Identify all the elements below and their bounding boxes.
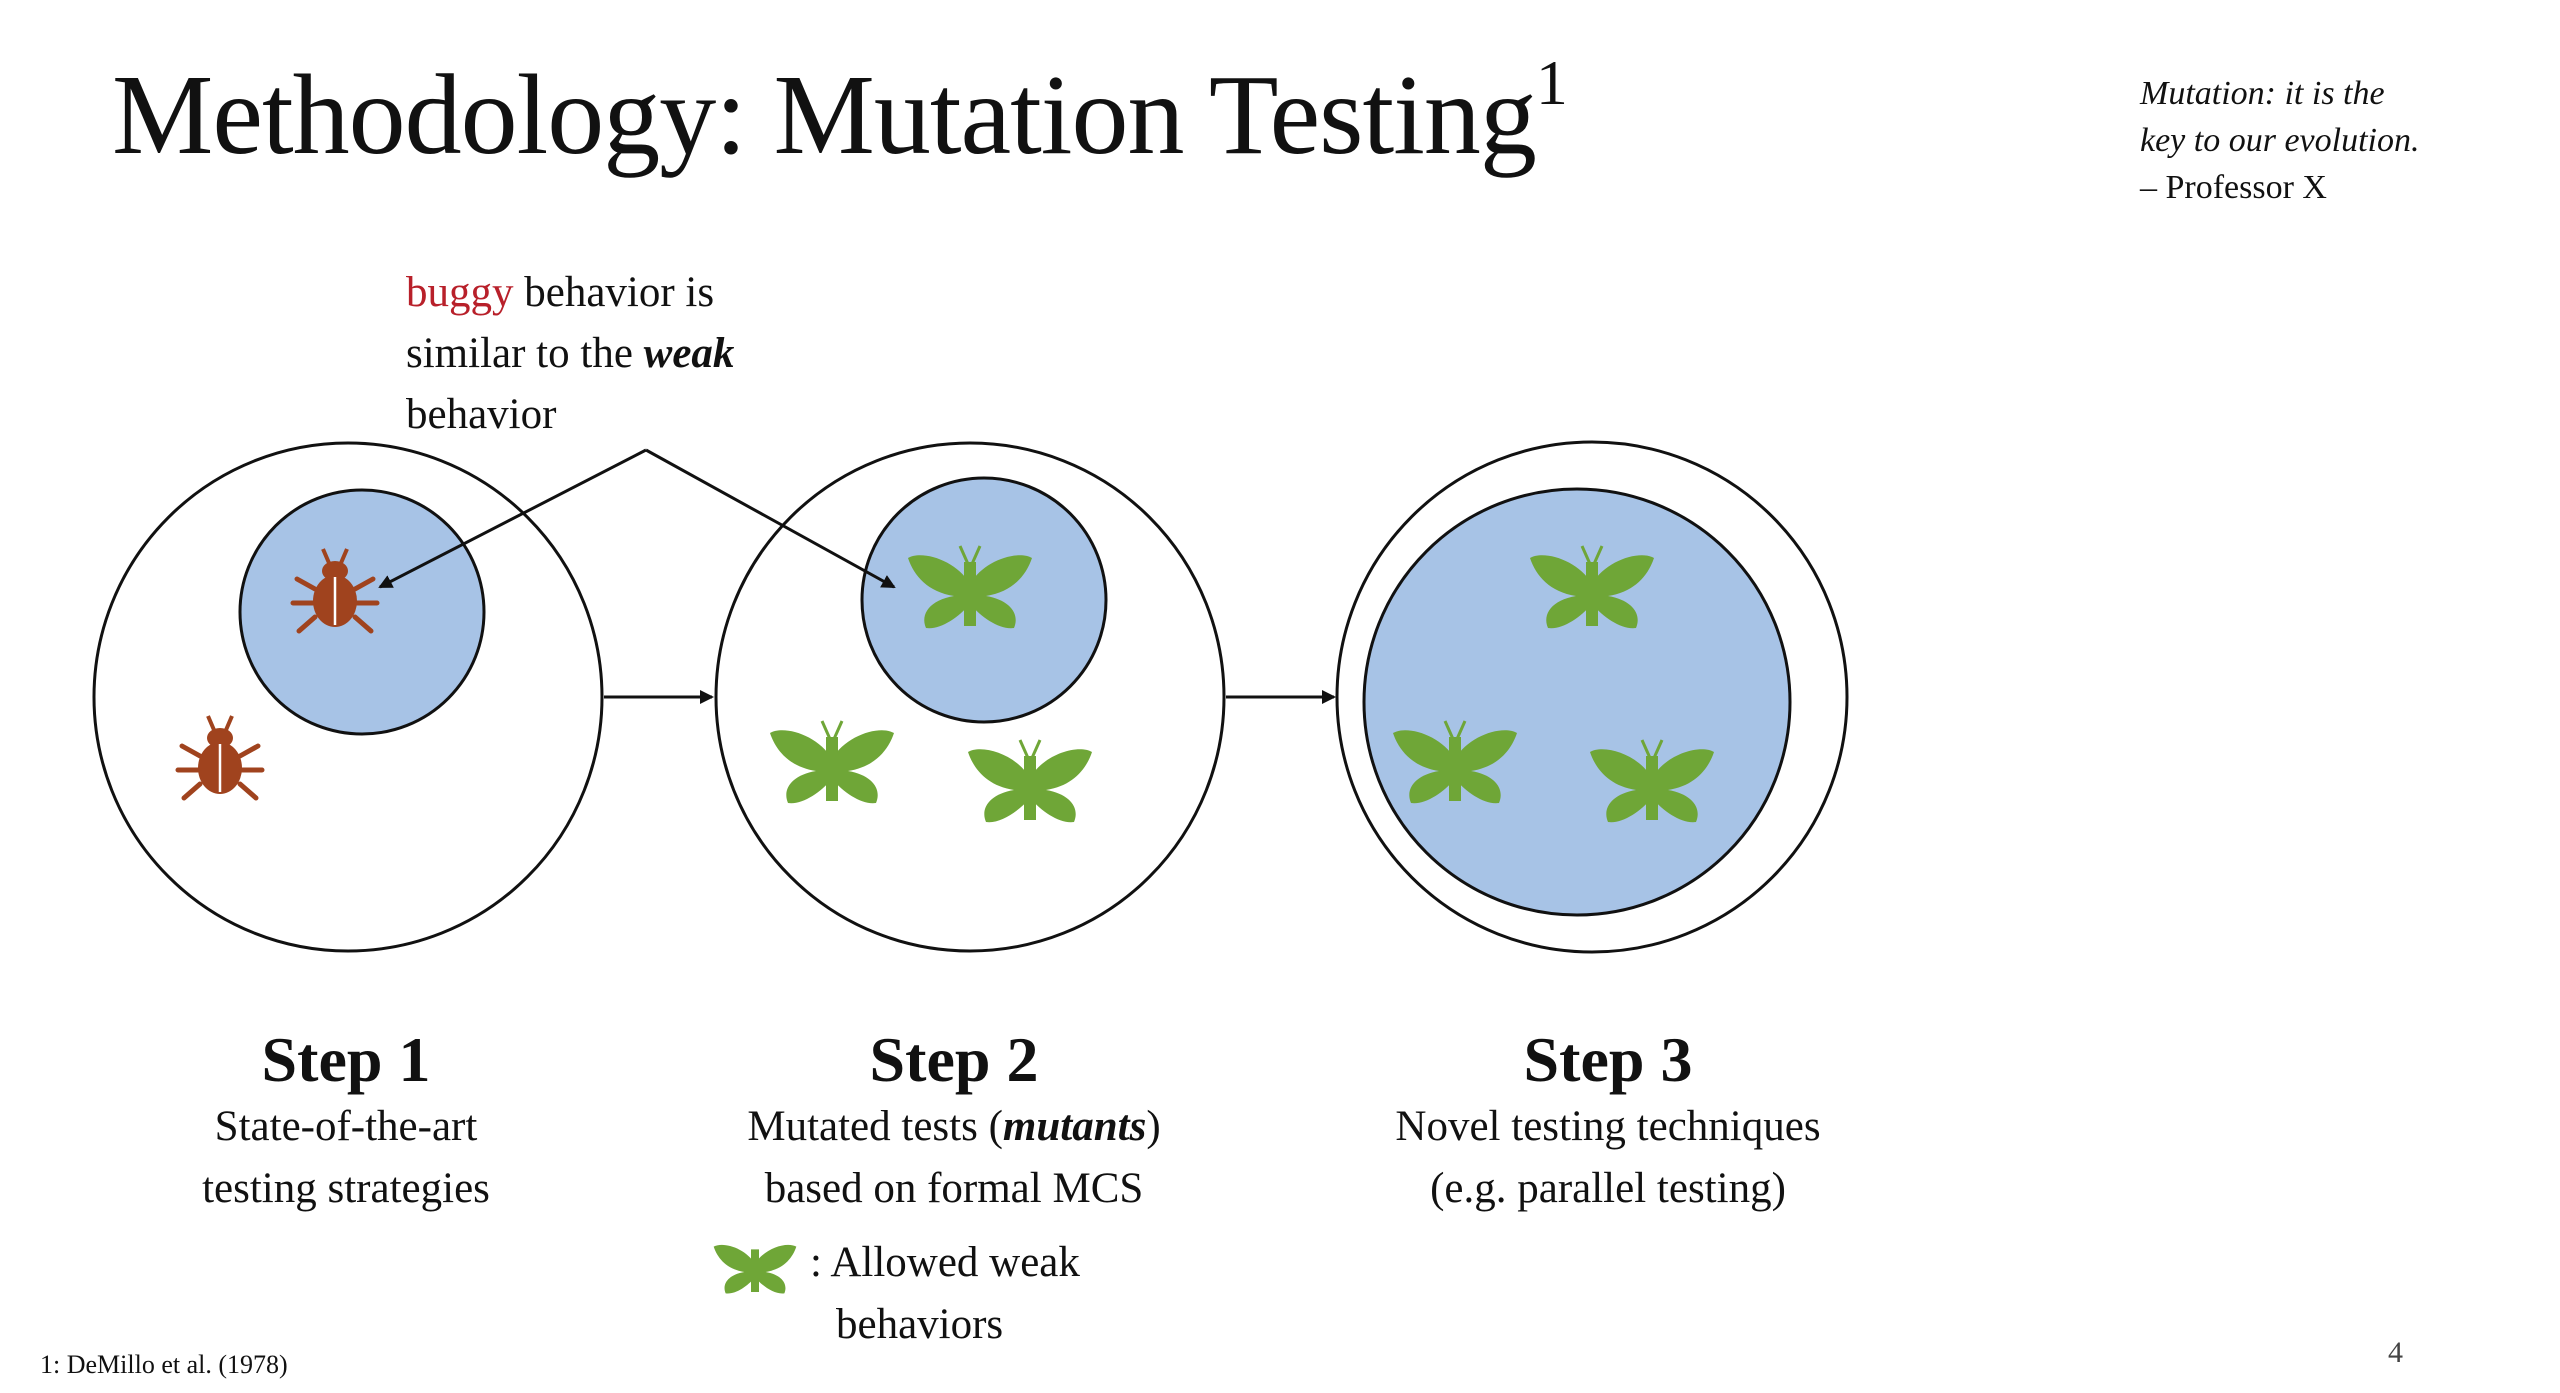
page-number: 4 — [2388, 1336, 2403, 1369]
slide-title: Methodology: Mutation Testing1 — [112, 47, 1568, 178]
title-footnote-marker: 1 — [1535, 47, 1568, 118]
step-description: Mutated tests (mutants) — [747, 1103, 1161, 1150]
step-heading: Step 2 — [869, 1024, 1039, 1095]
mutants-emphasis: mutants — [1002, 1103, 1147, 1150]
legend-label: behaviors — [836, 1301, 1004, 1348]
callout-pointer — [645, 448, 896, 589]
legend-label: : Allowed weak — [810, 1239, 1080, 1286]
step3-inner-circle — [1362, 487, 1792, 917]
step-3: Step 3 Novel testing techniques (e.g. pa… — [1248, 1024, 1968, 1220]
step-heading: Step 3 — [1523, 1024, 1693, 1095]
callout-weak: weak — [643, 330, 735, 377]
step-description: testing strategies — [202, 1165, 490, 1212]
quote-line: Mutation: it is the — [2140, 75, 2385, 112]
butterfly-icon — [713, 1244, 797, 1294]
step-1: Step 1 State-of-the-art testing strategi… — [0, 1024, 706, 1220]
step-heading: Step 1 — [261, 1024, 431, 1095]
quote: Mutation: it is the key to our evolution… — [2140, 70, 2560, 211]
step-description: State-of-the-art — [214, 1103, 478, 1150]
step-description: based on formal MCS — [764, 1165, 1144, 1212]
step-description: Novel testing techniques — [1395, 1103, 1821, 1150]
step-description: (e.g. parallel testing) — [1430, 1165, 1786, 1212]
callout-buggy: buggy — [406, 269, 514, 316]
footnote: 1: DeMillo et al. (1978) — [40, 1350, 288, 1379]
quote-attribution: – Professor X — [2140, 169, 2327, 206]
step-2: Step 2 Mutated tests (mutants) based on … — [594, 1024, 1314, 1220]
callout-pointer — [378, 448, 647, 589]
legend: : Allowed weak behaviors — [710, 1232, 1080, 1356]
step1-inner-circle — [238, 488, 486, 736]
callout-text: buggy behavior is similar to the weak be… — [406, 269, 735, 438]
quote-line: key to our evolution. — [2140, 122, 2420, 159]
